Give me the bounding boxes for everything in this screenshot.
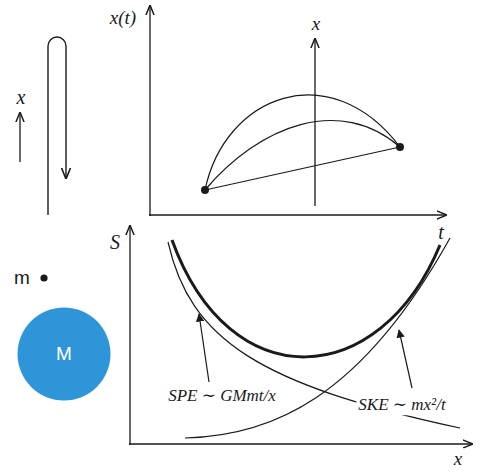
kinetic-action-curve [185,238,450,438]
variation-arrow [314,39,315,206]
axis-line [149,214,446,215]
leader-arrow [399,330,412,388]
planet-circle: M [17,307,111,401]
axis-line [129,226,130,445]
axis-label: t [436,221,446,244]
trial-path [205,121,400,190]
node-label: M [56,343,72,365]
end-point [396,143,404,151]
trajectory-path [48,37,66,215]
trial-path [205,147,400,190]
leader-arrow [199,314,209,382]
mass-label: m [12,267,32,289]
axis-label: x [15,86,28,109]
axis-line [129,443,472,444]
direction-arrow [19,113,20,162]
axis-line [149,6,150,216]
total-action-curve [172,240,440,357]
mass-point [40,274,47,281]
curve-label: SPE ∼ GMmt/x [166,386,278,406]
variation-label: x [310,13,322,35]
axis-label: x(t) [108,7,138,29]
curve-label: SKE ∼ mx²/t [356,395,447,415]
planet-disc [18,308,111,401]
end-point [201,186,209,194]
trial-path [205,95,400,190]
axis-label: x [452,448,464,470]
axis-label: S [108,231,122,254]
